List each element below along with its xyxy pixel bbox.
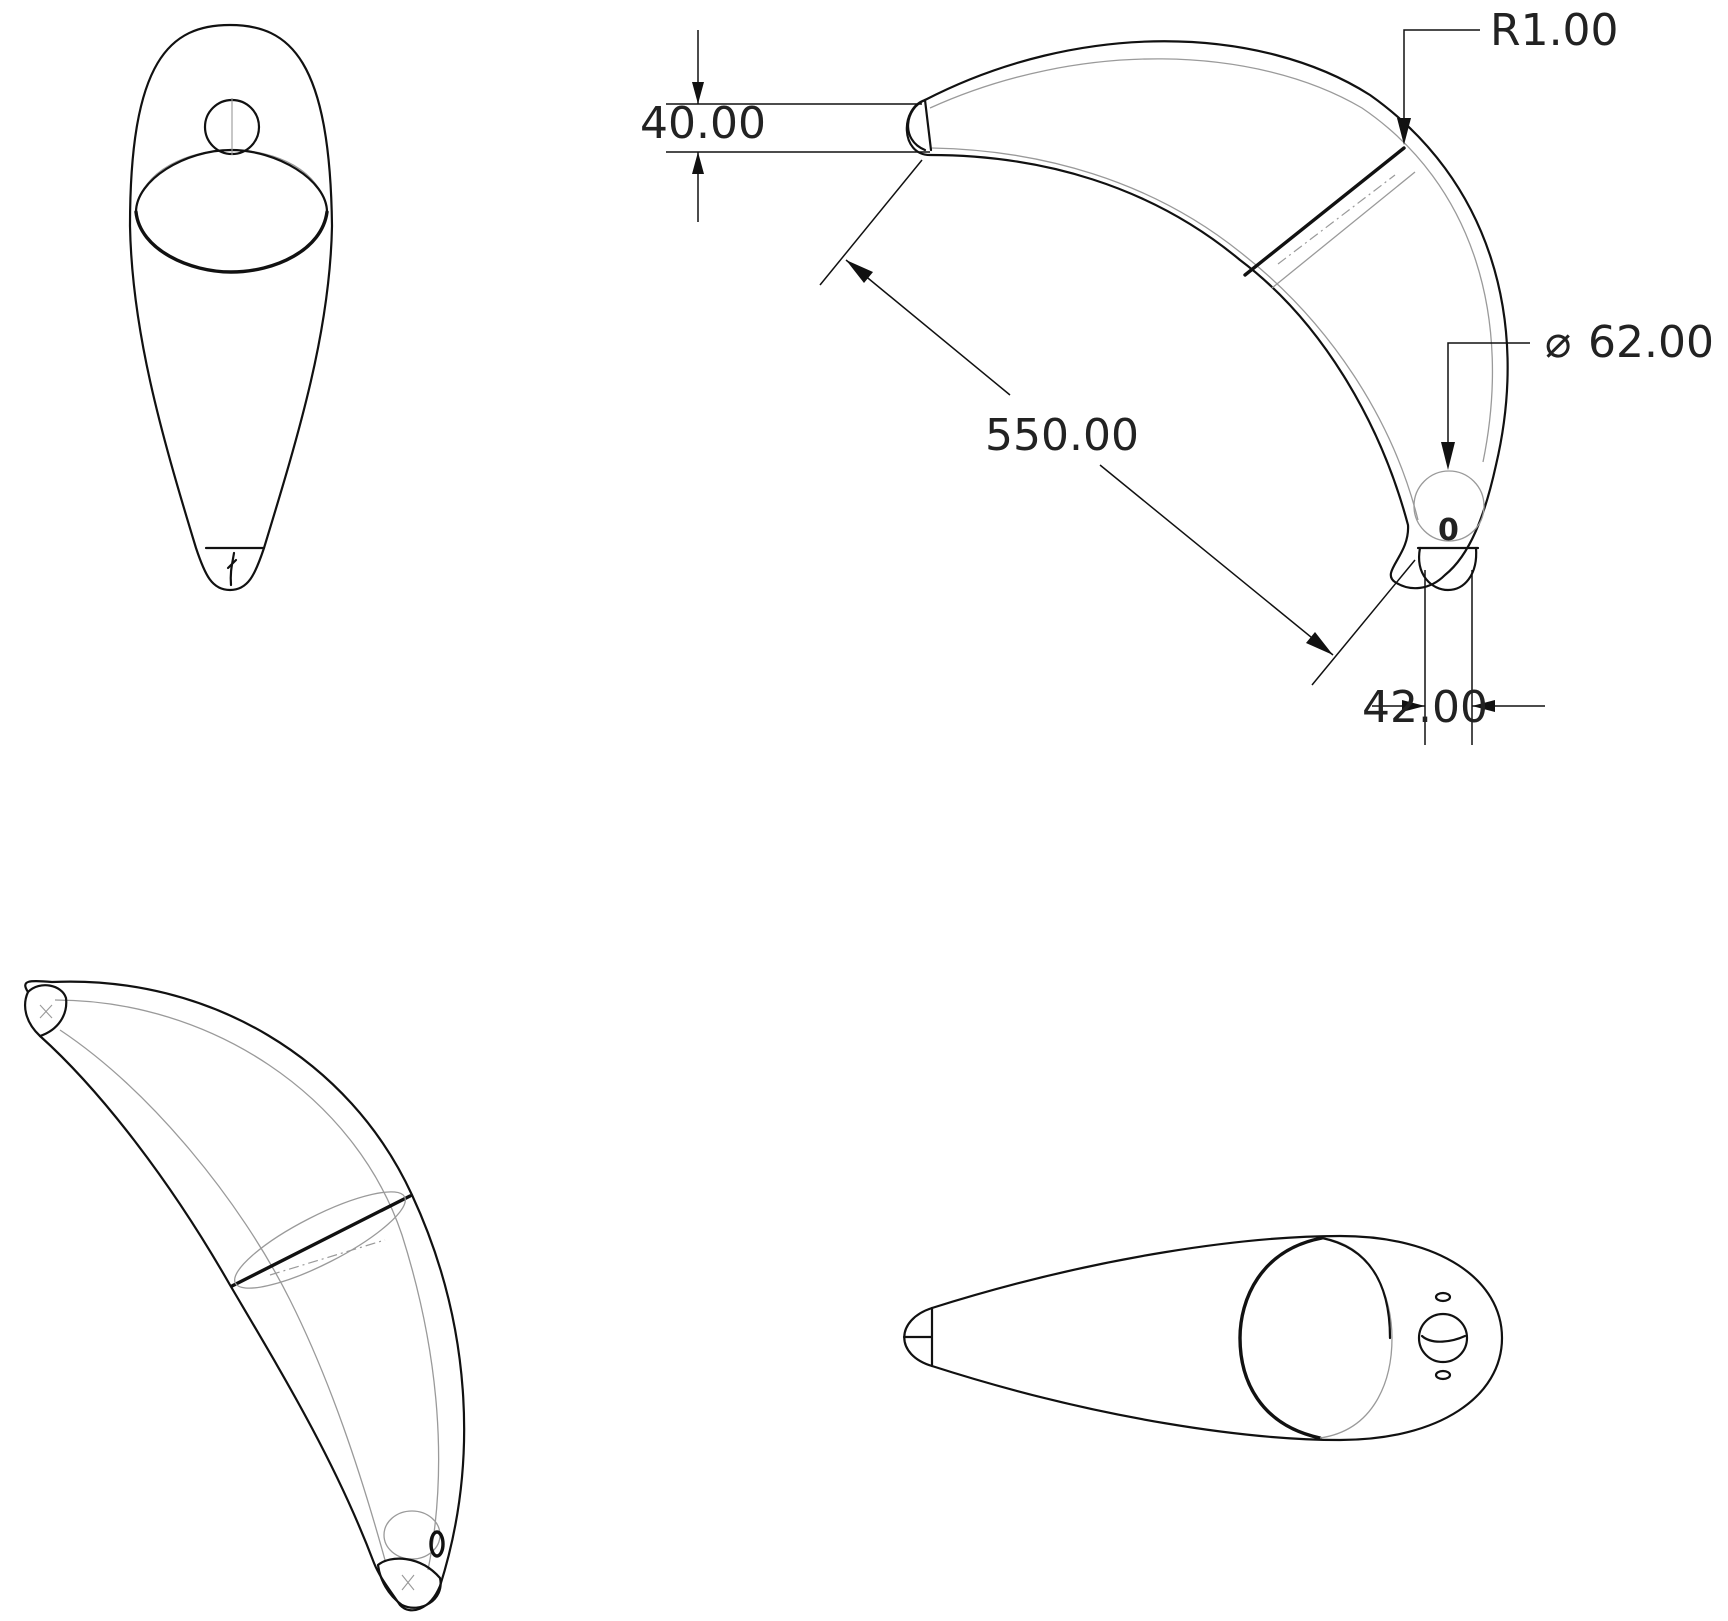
iso-hole xyxy=(429,1530,445,1558)
top-view-outline xyxy=(903,1234,1504,1442)
top-view-lug-bottom xyxy=(1434,1369,1452,1381)
side-view-bottom-tip xyxy=(1418,546,1478,592)
dim-diameter-symbol: ⌀ xyxy=(1545,317,1572,368)
side-view-inner-top xyxy=(929,58,1494,463)
end-view xyxy=(128,23,334,592)
side-view-band xyxy=(1243,146,1406,277)
dim-diameter-text: 62.00 xyxy=(1588,317,1714,368)
end-view-cap-sides xyxy=(134,148,329,214)
iso-band-ellipse xyxy=(234,1191,406,1289)
top-view-cap-front xyxy=(1238,1236,1324,1440)
dim-radius-text: R1.00 xyxy=(1490,5,1619,56)
side-view-band-thin xyxy=(1271,171,1416,289)
dim-tip-width-text: 42.00 xyxy=(1362,682,1488,733)
side-view-band-centerline xyxy=(1277,174,1396,265)
side-view: 0 xyxy=(905,40,1509,592)
dimension-diameter: ⌀ 62.00 xyxy=(1441,317,1714,470)
side-view-inner-bottom xyxy=(931,147,1419,521)
top-view-cap-back xyxy=(1319,1237,1393,1439)
end-view-cap-back xyxy=(135,149,328,213)
end-view-tip-mark xyxy=(226,551,238,587)
dim-tip-height-text: 40.00 xyxy=(640,98,766,149)
top-view-lug-top xyxy=(1434,1291,1452,1303)
dimension-tip-height: 40.00 xyxy=(640,30,930,222)
top-view-hole-mark xyxy=(1420,1334,1467,1343)
top-view xyxy=(902,1234,1504,1442)
iso-inner-edge-1 xyxy=(54,999,440,1571)
iso-tip-cap xyxy=(26,984,68,1038)
dimension-length: 550.00 xyxy=(819,159,1416,686)
end-view-outline xyxy=(128,23,334,592)
iso-band xyxy=(230,1194,412,1288)
side-view-tip xyxy=(907,98,933,152)
iso-bottom-tip xyxy=(376,1557,442,1609)
side-view-ghost-circle xyxy=(1413,470,1485,542)
iso-outline xyxy=(24,979,466,1612)
iso-inner-edge-2 xyxy=(59,1029,386,1561)
dimension-radius: R1.00 xyxy=(1397,5,1619,145)
side-view-outline xyxy=(905,40,1509,590)
side-view-hole-marker: 0 xyxy=(1438,513,1459,548)
dimension-tip-width: 42.00 xyxy=(1362,570,1545,745)
isometric-view xyxy=(24,979,466,1612)
top-view-hole xyxy=(1417,1312,1469,1364)
dim-length-text: 550.00 xyxy=(985,410,1139,461)
top-view-tip xyxy=(902,1306,934,1368)
iso-band-centerline xyxy=(269,1239,386,1276)
top-view-cap-body xyxy=(1320,1236,1392,1340)
end-view-cap-front xyxy=(134,210,329,274)
